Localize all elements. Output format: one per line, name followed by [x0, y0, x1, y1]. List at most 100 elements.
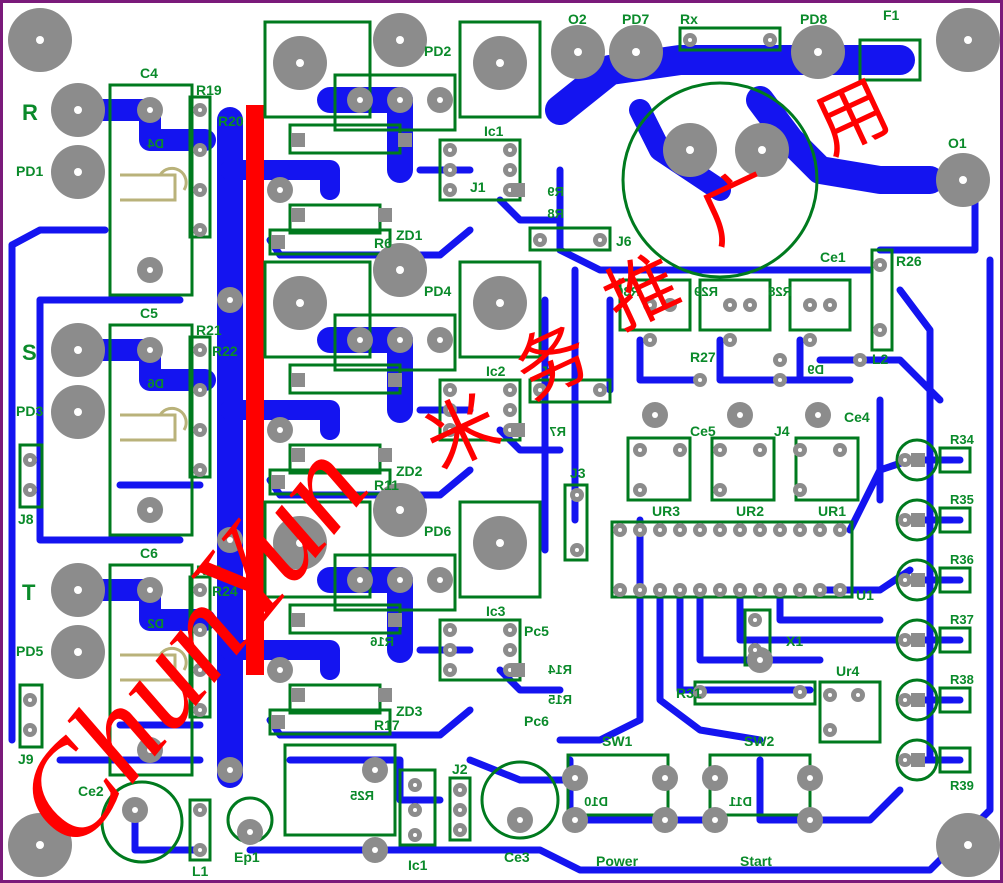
square-pad — [398, 133, 412, 147]
pad-hole — [575, 493, 579, 497]
pad-hole — [147, 747, 153, 753]
pad-hole — [903, 578, 907, 582]
pad-hole — [618, 528, 622, 532]
pad-hole — [808, 338, 812, 342]
square-pad — [271, 475, 285, 489]
pad-hole — [778, 358, 782, 362]
mirrored-label: R28 — [768, 284, 792, 299]
label-j3: J3 — [570, 465, 586, 481]
pad-hole — [448, 168, 452, 172]
pad-hole — [296, 59, 304, 67]
pad-hole — [678, 448, 682, 452]
label-r36: R36 — [950, 552, 974, 567]
pad-hole — [878, 263, 882, 267]
pad-hole — [496, 299, 504, 307]
label-pd4: PD4 — [424, 283, 451, 299]
pad-hole — [147, 267, 153, 273]
pad-hole — [618, 588, 622, 592]
pad-hole — [662, 775, 668, 781]
label-start: Start — [740, 853, 772, 869]
square-pad — [291, 208, 305, 222]
pad-hole — [448, 648, 452, 652]
label-ur2: UR2 — [736, 503, 764, 519]
square-pad — [511, 663, 525, 677]
label-r34: R34 — [950, 432, 975, 447]
pad-hole — [296, 299, 304, 307]
square-pad — [291, 373, 305, 387]
pad-hole — [198, 388, 202, 392]
pad-hole — [815, 412, 821, 418]
pad-hole — [753, 618, 757, 622]
pad-hole — [437, 577, 443, 583]
pad-hole — [508, 648, 512, 652]
square-pad — [378, 688, 392, 702]
silkscreen — [18, 20, 972, 864]
label-zd3: ZD3 — [396, 703, 423, 719]
pad-hole — [878, 328, 882, 332]
pad-hole — [74, 168, 82, 176]
square-pad — [911, 453, 925, 467]
mirrored-label: D9 — [807, 362, 824, 377]
mirrored-label: R29 — [694, 284, 718, 299]
label-r11: R11 — [374, 477, 399, 493]
mirrored-label: R30 — [616, 284, 640, 299]
pad-hole — [758, 588, 762, 592]
pad-hole — [448, 188, 452, 192]
label-r24: R24 — [212, 583, 238, 599]
pad-hole — [658, 588, 662, 592]
pad-hole — [856, 693, 860, 697]
pad-hole — [277, 667, 283, 673]
pad-hole — [798, 588, 802, 592]
label-r26: R26 — [896, 253, 922, 269]
square-pad — [511, 183, 525, 197]
mirrored-label: R8 — [547, 206, 564, 221]
label-pd7: PD7 — [622, 11, 649, 27]
pad-hole — [798, 448, 802, 452]
label-pd6: PD6 — [424, 523, 451, 539]
square-pad — [911, 753, 925, 767]
label-pd5: PD5 — [16, 643, 43, 659]
pad-hole — [718, 528, 722, 532]
label-sw2: SW2 — [744, 733, 775, 749]
pad-hole — [198, 588, 202, 592]
pad-hole — [448, 388, 452, 392]
pad-hole — [147, 587, 153, 593]
pad-hole — [413, 783, 417, 787]
square-pad — [291, 448, 305, 462]
pad-hole — [598, 238, 602, 242]
pad-hole — [517, 817, 523, 823]
label-ic3: Ic3 — [486, 603, 506, 619]
pad-hole — [678, 528, 682, 532]
pad-hole — [198, 668, 202, 672]
square-pad — [911, 573, 925, 587]
pad-hole — [28, 728, 32, 732]
pad-hole — [357, 97, 363, 103]
pad-hole — [198, 148, 202, 152]
square-pad — [511, 423, 525, 437]
pad-hole — [757, 657, 763, 663]
mirrored-label: D2 — [147, 616, 164, 631]
label-r27: R27 — [690, 349, 716, 365]
square-pad — [388, 613, 402, 627]
pad-hole — [198, 188, 202, 192]
mirrored-label: D6 — [147, 376, 164, 391]
label-r19: R19 — [196, 82, 222, 98]
pad-hole — [74, 648, 82, 656]
pad-hole — [357, 577, 363, 583]
pad-hole — [36, 841, 44, 849]
label-pc5: Pc5 — [524, 623, 549, 639]
pad-hole — [964, 841, 972, 849]
phase-label-s: S — [22, 340, 37, 365]
pad-hole — [198, 708, 202, 712]
pad-hole — [448, 408, 452, 412]
square-pad — [291, 613, 305, 627]
pad-hole — [198, 848, 202, 852]
pad-hole — [36, 36, 44, 44]
pad-hole — [372, 847, 378, 853]
label-ce1: Ce1 — [820, 249, 846, 265]
pad-hole — [903, 518, 907, 522]
label-ce5: Ce5 — [690, 423, 716, 439]
pad-hole — [718, 448, 722, 452]
label-ic1-top: Ic1 — [484, 123, 504, 139]
label-r35: R35 — [950, 492, 974, 507]
